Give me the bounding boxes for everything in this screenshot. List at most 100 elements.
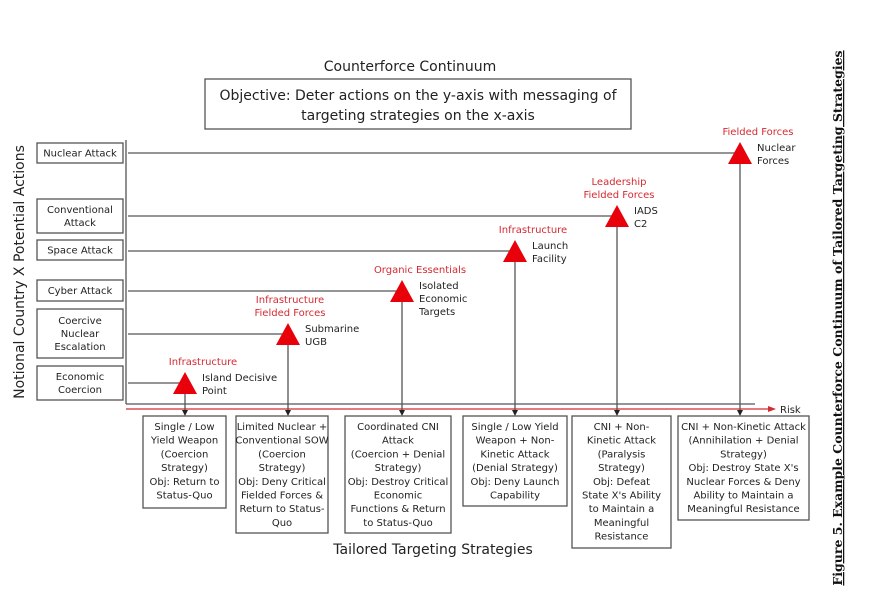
strategy-text: Obj: Deny Critical [238,477,326,488]
target-name-label: Point [202,386,227,397]
strategy-text: Status-Quo [156,491,212,502]
strategy-text: Resistance [595,532,649,543]
target-triangle-icon [390,280,414,302]
strategy-text: to Status-Quo [363,518,432,529]
target-name-label: IADS [634,206,658,217]
action-label: Economic [56,372,104,383]
action-box [36,142,124,164]
target-category-label: Fielded Forces [722,127,793,138]
strategy-text: CNI + Non- [594,422,650,433]
action-label: Conventional [47,205,113,216]
objective-box [204,78,632,130]
target-name-label: Facility [532,254,567,265]
target-name-label: Island Decisive [202,373,277,384]
strategy-text: Coordinated CNI [357,422,439,433]
target-triangle-icon [276,323,300,345]
x-axis-label: Tailored Targeting Strategies [332,542,532,558]
target-triangle-icon [503,240,527,262]
strategy-text: Obj: Deny Launch [470,477,559,488]
action-label: Space Attack [47,246,113,257]
strategy-text: (Coercion + Denial [351,449,445,460]
strategy-text: Strategy) [161,463,208,474]
strategy-text: Weapon + Non- [476,436,555,447]
strategy-text: Nuclear Forces & Deny [686,477,800,488]
strategy-text: Ability to Maintain a [693,491,793,502]
strategy-text: Attack [382,436,414,447]
strategy-text: Return to Status- [239,504,324,515]
strategy-box [344,415,452,534]
target-name-label: Forces [757,156,789,167]
target-category-label: Organic Essentials [374,265,466,276]
action-label: Nuclear [61,329,100,340]
strategy-text: (Denial Strategy) [472,463,558,474]
arrow-down-icon [285,410,291,416]
strategy-text: Strategy) [375,463,422,474]
arrow-down-icon [614,410,620,416]
strategy-text: Strategy) [598,463,645,474]
target-category-label: Infrastructure [256,295,324,306]
target-category-label: Infrastructure [169,357,237,368]
action-label: Coercive [58,316,102,327]
target-category-label: Fielded Forces [254,308,325,319]
strategy-text: Conventional SOW [235,436,328,447]
target-name-label: UGB [305,337,327,348]
strategy-text: (Coercion [258,449,306,460]
strategy-text: (Coercion [161,449,209,460]
action-label: Nuclear Attack [43,149,117,160]
target-name-label: Isolated [419,281,459,292]
strategy-text: Strategy) [720,449,767,460]
strategy-text: Kinetic Attack [480,449,549,460]
figure-caption: Figure 5. Example Counterforce Continuum… [830,50,845,585]
strategy-text: Obj: Defeat [593,477,650,488]
strategy-box [462,415,568,507]
target-category-label: Leadership [592,177,647,188]
strategy-text: CNI + Non-Kinetic Attack [681,422,806,433]
strategy-text: Meaningful [594,518,649,529]
objective-line-1: Objective: Deter actions on the y-axis w… [219,88,617,104]
risk-label: Risk [780,405,801,416]
action-label: Cyber Attack [48,286,113,297]
diagram-title: Counterforce Continuum [324,59,497,75]
action-box [36,198,124,234]
target-category-label: Infrastructure [499,225,567,236]
strategy-text: Fielded Forces & [241,491,323,502]
strategy-text: Single / Low [154,422,214,433]
strategy-text: Single / Low Yield [471,422,558,433]
strategy-text: Obj: Return to [150,477,220,488]
action-box [36,365,124,401]
strategy-text: Obj: Destroy State X's [688,463,798,474]
strategy-text: Quo [272,518,292,529]
strategy-box [677,415,810,521]
strategy-text: Yield Weapon [150,436,218,447]
action-box [36,239,124,261]
target-name-label: Economic [419,294,467,305]
target-name-label: Targets [418,307,455,318]
strategy-text: Obj: Destroy Critical [348,477,449,488]
strategy-text: to Maintain a [589,504,655,515]
strategy-text: Strategy) [259,463,306,474]
strategy-text: State X's Ability [582,491,661,502]
strategy-text: Limited Nuclear + [237,422,328,433]
risk-arrow-icon [768,406,776,412]
objective-line-2: targeting strategies on the x-axis [301,108,535,124]
strategy-text: Functions & Return [350,504,445,515]
arrow-down-icon [737,410,743,416]
target-triangle-icon [728,142,752,164]
arrow-down-icon [182,410,188,416]
action-label: Coercion [58,385,102,396]
target-triangle-icon [173,372,197,394]
strategy-text: Capability [490,491,540,502]
action-label: Attack [64,218,96,229]
strategy-text: Meaningful Resistance [687,504,799,515]
target-name-label: Launch [532,241,568,252]
strategy-box [571,415,672,549]
strategy-text: Economic [374,491,422,502]
y-axis-label: Notional Country X Potential Actions [12,145,28,399]
strategy-text: Kinetic Attack [587,436,656,447]
strategy-box [142,415,227,509]
target-name-label: Submarine [305,324,359,335]
strategy-box [235,415,329,534]
target-category-label: Fielded Forces [583,190,654,201]
target-name-label: C2 [634,219,647,230]
